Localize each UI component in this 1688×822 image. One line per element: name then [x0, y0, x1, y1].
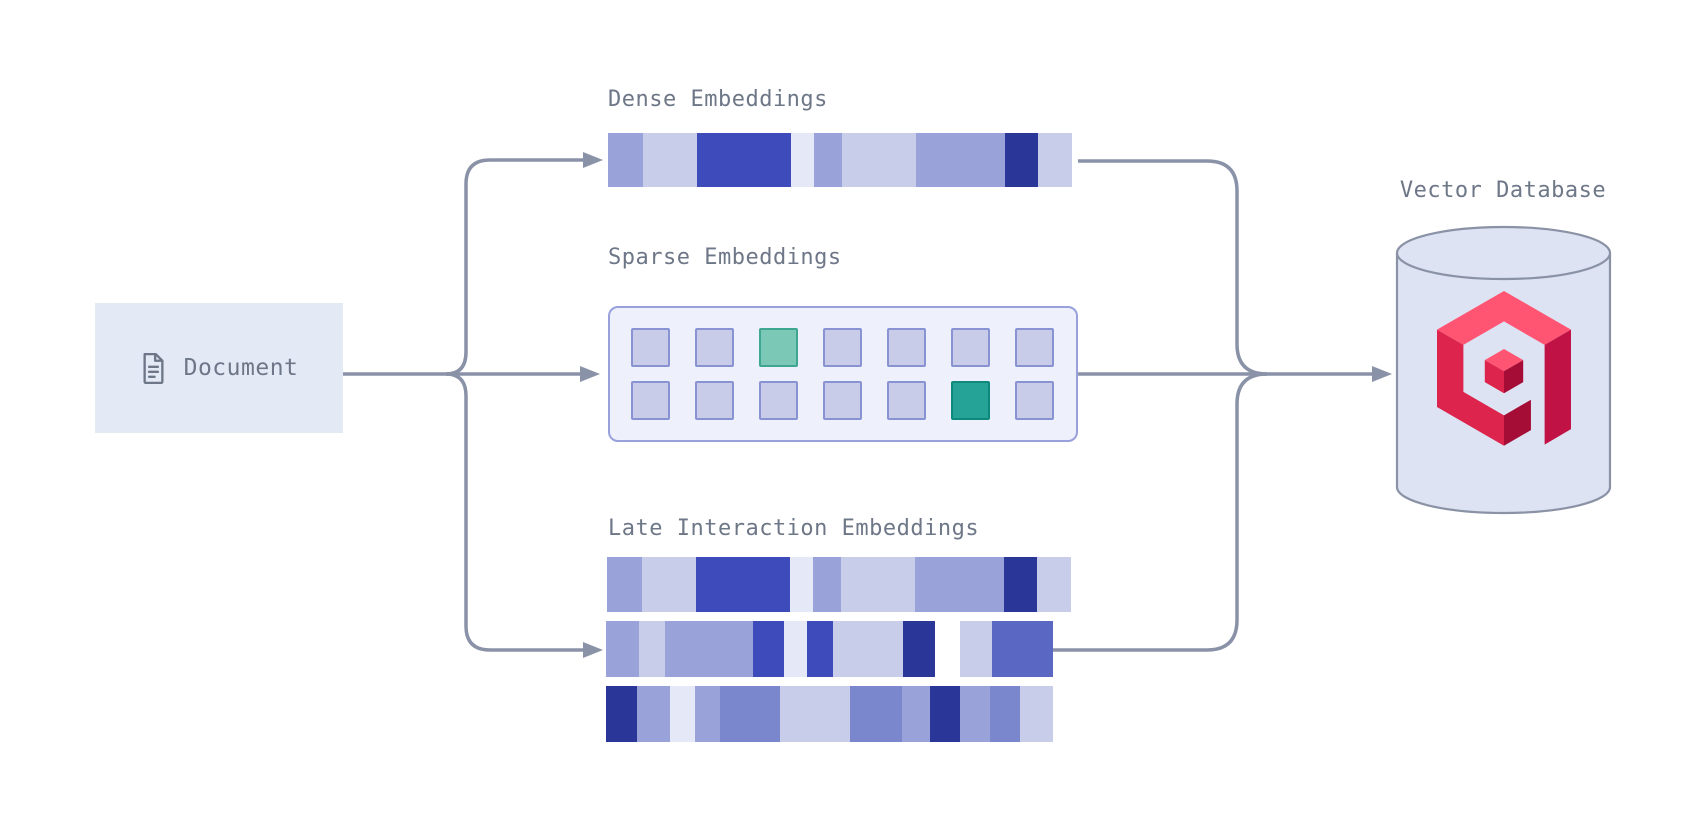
late-interaction-bar-3	[606, 686, 1053, 742]
dense-embedding-bar	[608, 133, 1072, 187]
embedding-segment	[670, 686, 695, 742]
embedding-segment	[637, 686, 670, 742]
arrowhead-database	[1372, 366, 1392, 382]
sparse-embeddings-title: Sparse Embeddings	[608, 245, 842, 270]
sparse-embeddings-box	[608, 306, 1078, 442]
embedding-segment	[903, 621, 935, 677]
embedding-segment	[695, 686, 720, 742]
sparse-cell-default	[631, 381, 670, 420]
logo-bottom-wedge	[1503, 399, 1531, 446]
logo-roof-right	[1503, 291, 1571, 345]
qdrant-logo-icon	[1437, 291, 1571, 446]
embedding-segment	[992, 621, 1053, 677]
sparse-cell-default	[951, 328, 990, 367]
embedding-segment	[643, 133, 697, 187]
embedding-segment	[842, 133, 916, 187]
embedding-segment	[1037, 557, 1071, 612]
embedding-segment	[665, 621, 753, 677]
vector-database-title: Vector Database	[1399, 178, 1607, 203]
logo-left-wall	[1437, 329, 1504, 446]
embedding-segment	[1020, 686, 1053, 742]
embedding-segment	[814, 133, 842, 187]
embedding-segment	[935, 621, 960, 677]
logo-descender-bar	[1544, 329, 1571, 445]
sparse-cell-default	[695, 328, 734, 367]
embedding-segment	[696, 557, 790, 612]
sparse-cell-tealLight	[759, 328, 798, 367]
embedding-segment	[1004, 557, 1037, 612]
embedding-segment	[930, 686, 960, 742]
logo-cube-top	[1484, 349, 1524, 372]
arrow-dense-to-merge	[1078, 159, 1268, 376]
logo-cube-left	[1484, 360, 1504, 394]
embedding-segment	[720, 686, 780, 742]
sparse-cell-default	[887, 328, 926, 367]
embedding-segment	[915, 557, 1004, 612]
embedding-segment	[916, 133, 1005, 187]
sparse-cell-default	[631, 328, 670, 367]
sparse-cell-default	[1015, 381, 1054, 420]
arrow-late-to-merge	[1053, 372, 1268, 652]
sparse-cell-row	[631, 381, 1055, 420]
sparse-cell-default	[759, 381, 798, 420]
vector-database-node	[1395, 225, 1612, 515]
embedding-segment	[606, 686, 637, 742]
embedding-segment	[780, 686, 850, 742]
embedding-segment	[960, 621, 992, 677]
embedding-segment	[790, 557, 813, 612]
arrowhead-sparse	[580, 366, 600, 382]
sparse-cell-default	[823, 381, 862, 420]
sparse-cell-default	[887, 381, 926, 420]
embedding-segment	[1038, 133, 1072, 187]
embedding-segment	[1005, 133, 1038, 187]
embedding-segment	[791, 133, 814, 187]
late-interaction-bar-2	[606, 621, 1053, 677]
embedding-segment	[833, 621, 903, 677]
arrowhead-late	[583, 642, 603, 658]
document-node: Document	[95, 303, 343, 433]
sparse-cell-default	[695, 381, 734, 420]
sparse-cell-tealDark	[951, 381, 990, 420]
embedding-segment	[642, 557, 696, 612]
dense-embeddings-title: Dense Embeddings	[608, 87, 828, 112]
document-label: Document	[183, 355, 299, 381]
logo-cube-right	[1503, 360, 1524, 394]
arrow-fork-down-late	[445, 372, 583, 652]
embedding-segment	[753, 621, 784, 677]
embedding-segment	[639, 621, 665, 677]
embedding-segment	[697, 133, 791, 187]
embedding-segment	[841, 557, 915, 612]
sparse-cell-row	[631, 328, 1055, 367]
logo-roof-left	[1437, 291, 1504, 345]
late-interaction-bar-1	[607, 557, 1071, 612]
document-icon	[143, 352, 164, 384]
embedding-segment	[813, 557, 841, 612]
embedding-segment	[850, 686, 902, 742]
embedding-segment	[606, 621, 639, 677]
arrowhead-dense	[583, 152, 603, 168]
embedding-segment	[960, 686, 990, 742]
embedding-segment	[784, 621, 807, 677]
cylinder-top	[1395, 225, 1612, 281]
embedding-segment	[902, 686, 930, 742]
sparse-cell-default	[823, 328, 862, 367]
arrow-fork-up-dense	[445, 158, 583, 376]
embedding-segment	[607, 557, 642, 612]
embedding-segment	[807, 621, 833, 677]
embedding-segment	[990, 686, 1020, 742]
late-interaction-embeddings-title: Late Interaction Embeddings	[608, 516, 980, 541]
sparse-cell-default	[1015, 328, 1054, 367]
embedding-segment	[608, 133, 643, 187]
